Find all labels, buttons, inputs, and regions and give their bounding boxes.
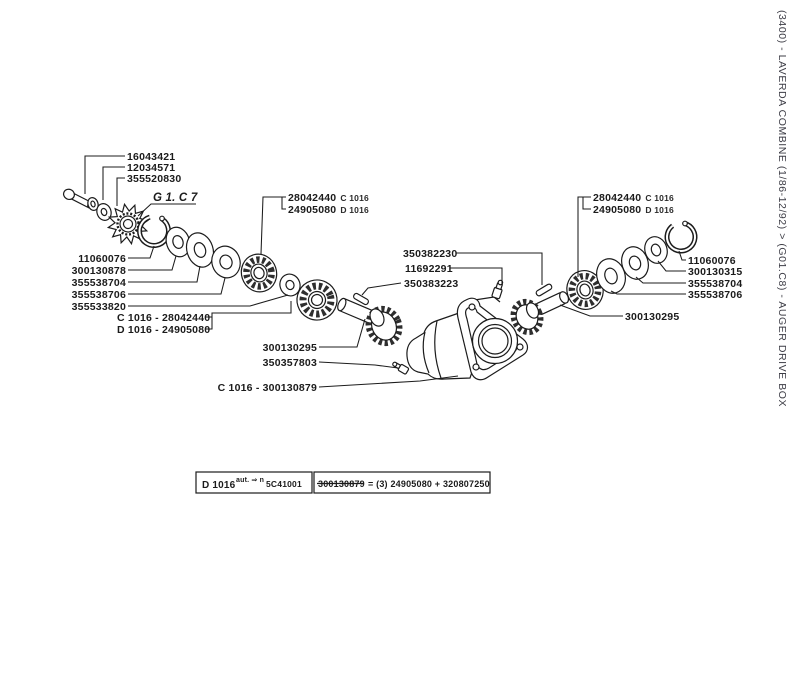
snap-ring-right [664, 220, 698, 254]
substitution-text: = (3) 24905080 + 320807250 [368, 479, 490, 489]
grease-fitting-bottom [392, 361, 410, 375]
leader-lines [84, 155, 686, 388]
label-bearing3-c-code: C 1016 [645, 193, 674, 203]
label-key-right: 350382230 [403, 248, 457, 260]
washer-i [644, 236, 668, 264]
label-bevel-gear-left: 300130295 [263, 342, 317, 354]
key-left [353, 292, 369, 306]
label-bearing3-d: 24905080 D 1016 [593, 204, 674, 216]
grease-fitting-top [491, 279, 504, 300]
label-key-left: 350383223 [404, 278, 458, 290]
label-washer-g: 355538706 [688, 289, 742, 301]
variant-serial: 5C41001 [266, 479, 302, 489]
label-bearing3-d-code: D 1016 [645, 205, 674, 215]
variant-note: aut. ⇒ n [236, 477, 264, 484]
label-grease-bottom: 350357803 [263, 357, 317, 369]
washer-d [185, 232, 215, 268]
supersession-cell-box [313, 471, 491, 494]
label-bearing2-d: D 1016 - 24905080 [117, 324, 210, 336]
pin-bolt [62, 188, 93, 209]
variant-label: D 1016 [202, 480, 236, 491]
label-bearing3-d-num: 24905080 [593, 204, 641, 216]
label-washer-h: 355538704 [688, 278, 742, 290]
washer-e [211, 245, 241, 279]
label-bearing1-c: 28042440 C 1016 [288, 192, 369, 204]
bearing-1 [240, 253, 278, 293]
gearbox-housing [406, 296, 529, 381]
label-spacer-washer: 355533820 [72, 301, 126, 313]
label-housing: C 1016 - 300130879 [218, 382, 317, 394]
part-labels: 16043421 12034571 355520830 G 1. C 7 110… [72, 151, 743, 394]
label-bearing1-d-num: 24905080 [288, 204, 336, 216]
variant-cell-box [195, 471, 313, 494]
label-pin-bolt: 16043421 [127, 151, 175, 163]
label-group-ref: G 1. C 7 [153, 192, 198, 204]
vertical-breadcrumb: (3400) - LAVERDA COMBINE (1/86-12/92) > … [776, 10, 788, 407]
bevel-gear-right [510, 298, 544, 336]
washer-small [87, 197, 99, 211]
label-washer-flat: 355520830 [127, 173, 181, 185]
washer-c [165, 226, 191, 258]
washer-h [621, 246, 649, 280]
label-washer-e: 355538706 [72, 289, 126, 301]
label-snap-ring-right: 11060076 [688, 255, 736, 267]
spacer-washer [279, 273, 301, 297]
label-bearing1-c-num: 28042440 [288, 192, 336, 204]
label-bearing3-c: 28042440 C 1016 [593, 192, 674, 204]
label-bevel-gear-right: 300130295 [625, 311, 679, 323]
label-washer-c: 300130878 [72, 265, 126, 277]
label-washer-i: 300130315 [688, 266, 742, 278]
key-right [535, 283, 553, 297]
label-bearing3-c-num: 28042440 [593, 192, 641, 204]
label-washer-small: 12034571 [127, 162, 175, 174]
label-washer-d: 355538704 [72, 277, 126, 289]
footnote-table: D 1016 aut. ⇒ n 5C41001 300130879 = (3) … [195, 471, 491, 494]
washer-g [596, 258, 626, 294]
bevel-gear-left [365, 305, 403, 347]
label-bearing1-d: 24905080 D 1016 [288, 204, 369, 216]
label-snap-ring-left: 11060076 [78, 253, 126, 265]
label-grease-top: 11692291 [405, 263, 453, 275]
bearing-3 [566, 270, 604, 310]
label-bearing1-d-code: D 1016 [340, 205, 369, 215]
washer-flat [96, 203, 112, 221]
label-bearing1-c-code: C 1016 [340, 193, 369, 203]
label-bearing2-c: C 1016 - 28042440 [117, 312, 210, 324]
bearing-2 [296, 279, 338, 321]
